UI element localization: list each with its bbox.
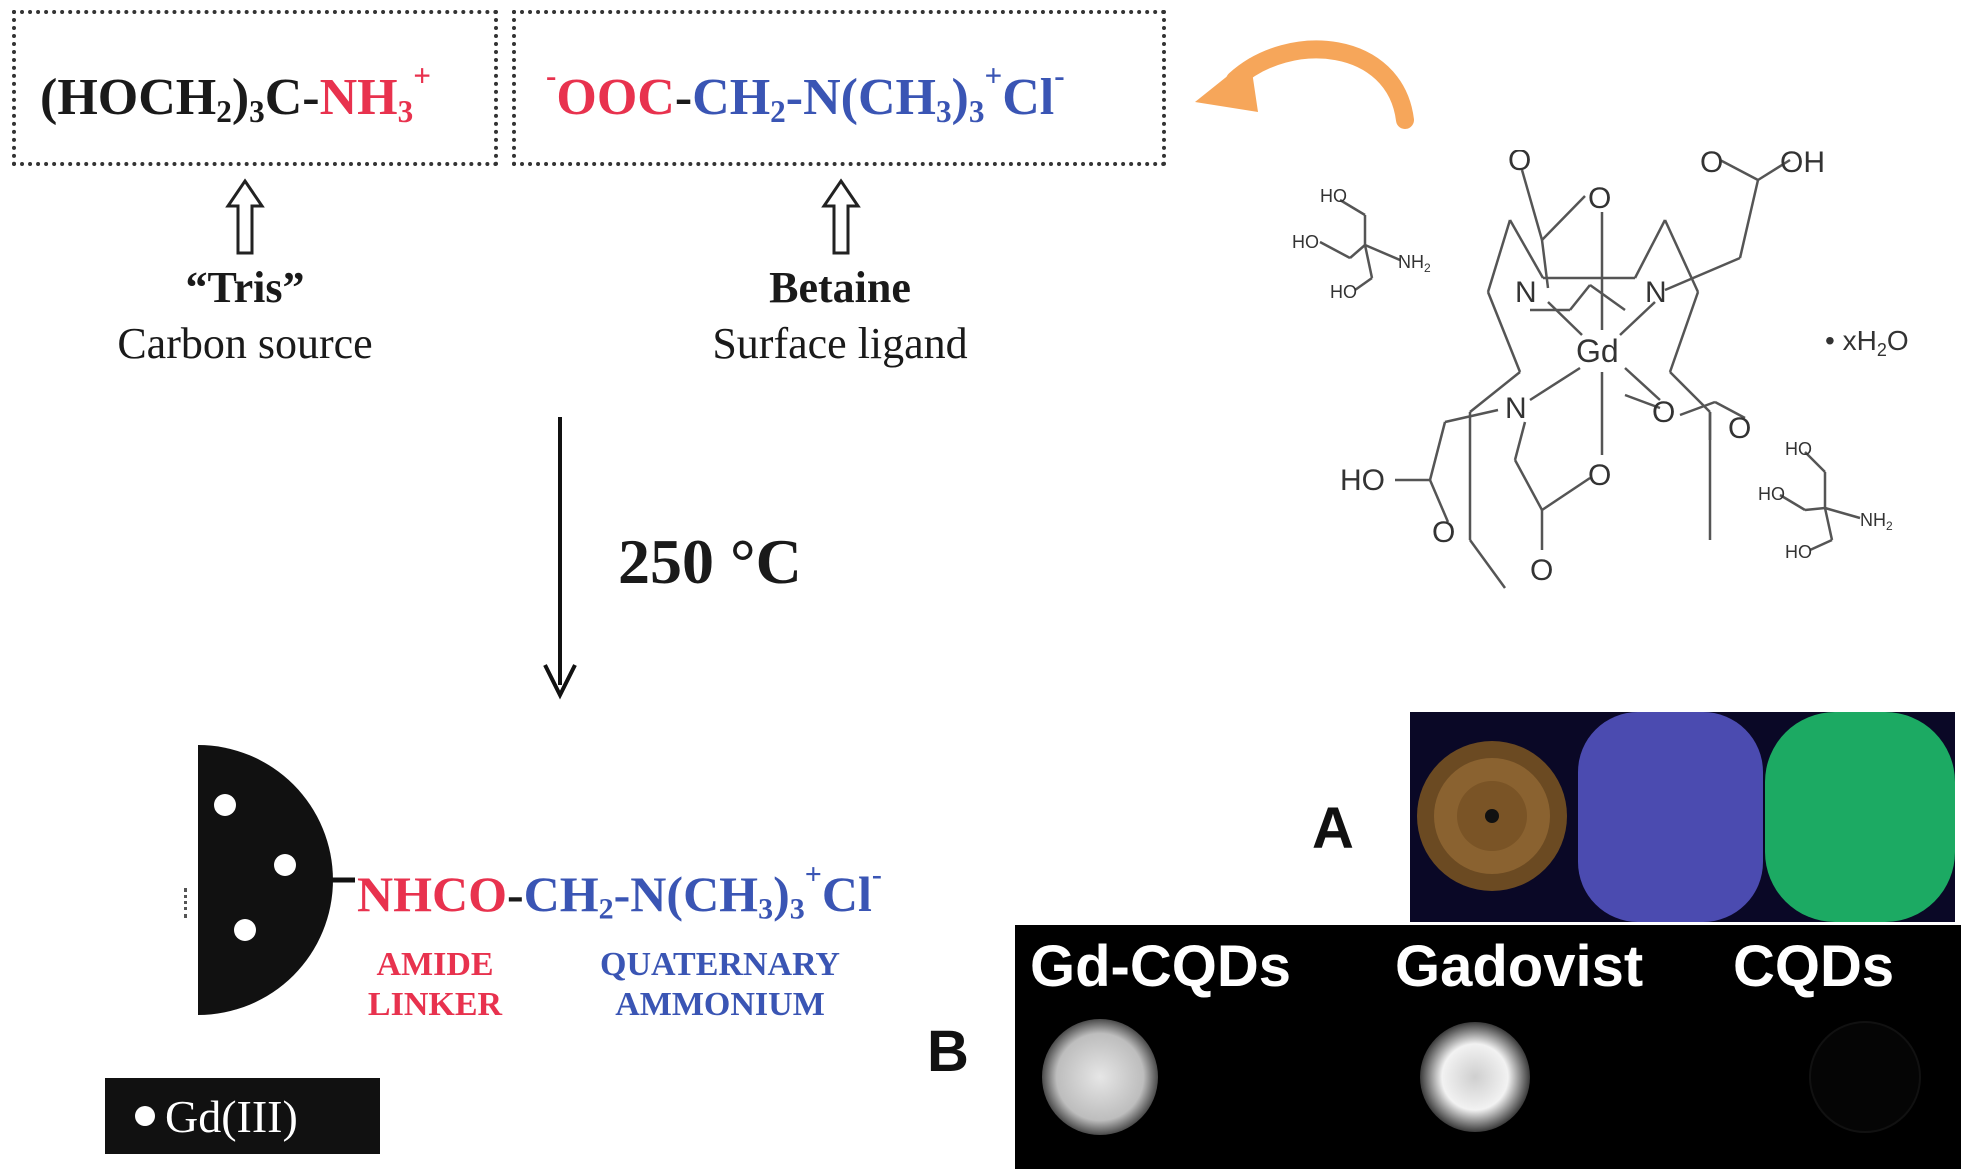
atom-n-3: N [1505, 392, 1527, 425]
reaction-arrow-icon [543, 417, 577, 700]
vials-photo [1410, 712, 1955, 922]
atom-o-3: O [1588, 459, 1611, 492]
gd-dot-icon [135, 1106, 155, 1126]
amide-line2: LINKER [367, 986, 503, 1023]
amide-linker-tag: AMIDE LINKER [345, 945, 525, 1025]
carbon-dot-icon [198, 745, 355, 1015]
atom-o-7: O [1700, 150, 1723, 179]
panel-b-mri: Gd-CQDs Gadovist CQDs [1015, 925, 1961, 1169]
betaine-formula-box [512, 10, 1166, 166]
oh-group: OH [1780, 150, 1825, 179]
quat-line2: AMMONIUM [615, 986, 825, 1023]
tris-ho-1: HO [1320, 186, 1347, 206]
tris-ho-6: HO [1785, 542, 1812, 562]
tris-nh2-1: NH2 [1398, 252, 1431, 275]
atom-o-1: O [1588, 182, 1611, 215]
tris-ho-5: HO [1758, 484, 1785, 504]
atom-o-4: O [1530, 554, 1553, 587]
hydrate-label: • xH2O [1825, 325, 1909, 360]
up-arrow-icon-tris [225, 178, 265, 255]
betaine-formula: -OOC-CH2-N(CH3)3+Cl- [546, 58, 1065, 129]
tris-ho-3: HO [1330, 282, 1357, 302]
gd-legend-label: Gd(III) [165, 1090, 298, 1142]
atom-gd: Gd [1576, 333, 1619, 369]
betaine-name: Betaine [769, 263, 911, 312]
atom-o-5: O [1652, 396, 1675, 429]
dots-mark [184, 888, 193, 918]
panel-a-letter: A [1312, 796, 1354, 861]
atom-o-2: O [1508, 150, 1531, 177]
panel-b-letter: B [927, 1019, 969, 1084]
atom-o-6: O [1728, 412, 1751, 445]
panel-a-photo [1410, 712, 1955, 922]
quaternary-ammonium-tag: QUATERNARY AMMONIUM [575, 945, 865, 1025]
mri-signals [1042, 1019, 1921, 1135]
tris-name: “Tris” [185, 263, 305, 312]
reaction-temperature: 250 °C [618, 526, 802, 597]
cqds-signal [1809, 1021, 1921, 1133]
tris-role: Carbon source [117, 319, 373, 368]
atom-n-2: N [1645, 276, 1667, 309]
gd-cqds-signal [1042, 1019, 1158, 1135]
tris-ho-2: HO [1292, 232, 1319, 252]
product-formula: NHCO-CH2-N(CH3)3+Cl- [357, 858, 882, 926]
gadovist-signal [1420, 1022, 1530, 1132]
label-gd-cqds: Gd-CQDs [1030, 934, 1291, 999]
atom-n-1: N [1515, 276, 1537, 309]
label-cqds: CQDs [1733, 934, 1895, 999]
gd-legend: Gd(III) [105, 1078, 380, 1154]
tris-formula: (HOCH2)3C-NH3+ [40, 58, 431, 129]
amide-line1: AMIDE [376, 946, 494, 983]
tris-ho-4: HO [1785, 439, 1812, 459]
atom-o-8: O [1432, 516, 1455, 549]
betaine-role: Surface ligand [712, 319, 968, 368]
curved-arrow-icon [1195, 40, 1414, 129]
tris-nh2-2: NH2 [1860, 510, 1893, 533]
up-arrow-icon-betaine [821, 178, 861, 255]
tris-formula-box [12, 10, 498, 166]
quat-line1: QUATERNARY [600, 946, 840, 983]
gd-complex-structure: Gd N N N O O O O O O O O OH HO HO HO HO … [1292, 150, 1909, 589]
ho-group: HO [1340, 464, 1385, 497]
label-gadovist: Gadovist [1395, 934, 1644, 999]
